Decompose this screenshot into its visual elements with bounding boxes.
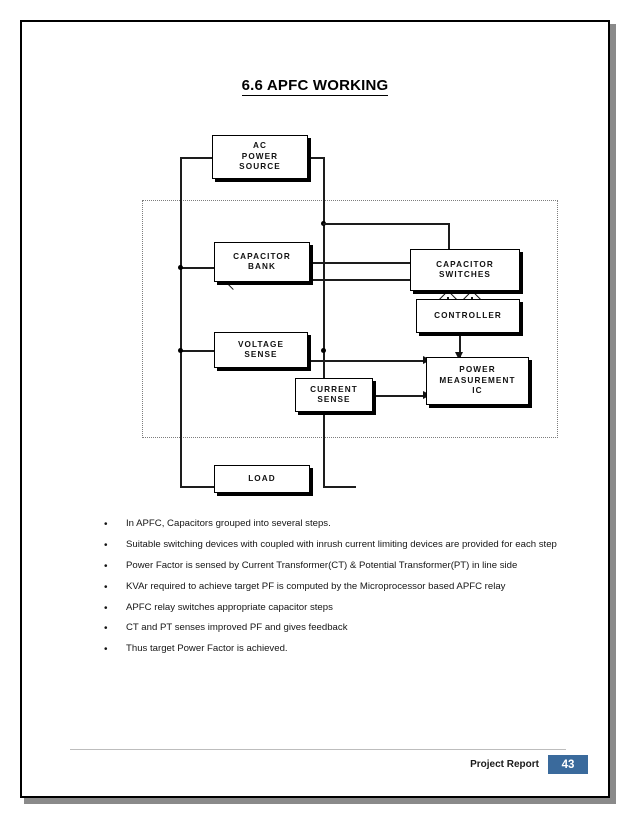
bullet-text: APFC relay switches appropriate capacito… — [126, 601, 333, 613]
page-title: 6.6 APFC WORKING — [22, 77, 608, 96]
wire-left-bus-to-capacitor-bank — [180, 267, 214, 269]
bullet-item: • In APFC, Capacitors grouped into sever… — [90, 517, 560, 531]
bullet-marker: • — [104, 644, 108, 656]
bullet-marker: • — [104, 519, 108, 530]
footer-label: Project Report — [470, 759, 539, 770]
footer-divider — [70, 749, 566, 750]
bullet-text: Thus target Power Factor is achieved. — [126, 643, 288, 655]
junction-dot-sense-tap — [321, 348, 326, 353]
wire-left-bus-to-voltage-sense — [180, 350, 214, 352]
bullet-marker: • — [104, 602, 108, 614]
bullet-marker: • — [104, 560, 108, 572]
bullet-text: Power Factor is sensed by Current Transf… — [126, 559, 518, 571]
bullet-item: • Power Factor is sensed by Current Tran… — [90, 559, 560, 573]
bullet-marker: • — [104, 539, 108, 551]
wire-source-to-left-bus — [180, 157, 212, 159]
bullet-text: In APFC, Capacitors grouped into several… — [126, 518, 331, 529]
bullet-marker: • — [104, 623, 108, 635]
bullet-text: KVAr required to achieve target PF is co… — [126, 580, 506, 592]
wire-drop-to-capacitor-switches — [448, 223, 450, 249]
arrowhead-power-ic-down-icon — [455, 352, 463, 360]
wire-controller-to-power-ic — [459, 329, 461, 359]
page-footer: Project Report 43 — [470, 755, 588, 774]
document-page: 6.6 APFC WORKING — [20, 20, 610, 798]
apfc-panel-boundary — [142, 200, 558, 438]
wire-switches-to-bank-upper — [230, 262, 410, 264]
block-controller: CONTROLLER — [416, 299, 520, 333]
wire-right-bus-to-load — [323, 486, 356, 488]
footer-page-number: 43 — [548, 755, 588, 774]
bullet-item: • Thus target Power Factor is achieved. — [90, 642, 560, 656]
wire-right-bus — [323, 157, 325, 487]
bullet-marker: • — [104, 581, 108, 593]
wire-left-bus-to-load — [180, 486, 214, 488]
wire-left-bus — [180, 157, 182, 487]
bullet-list: • In APFC, Capacitors grouped into sever… — [90, 517, 560, 663]
wire-current-sense-to-power-ic — [372, 395, 425, 397]
wire-source-to-right-bus — [307, 157, 324, 159]
junction-dot-capacitor-bank — [178, 265, 183, 270]
block-load: LOAD — [214, 465, 310, 493]
bullet-item: • CT and PT senses improved PF and gives… — [90, 621, 560, 635]
block-controller-label: CONTROLLER — [434, 310, 502, 320]
bullet-item: • Suitable switching devices with couple… — [90, 538, 560, 552]
wire-switches-to-bank-lower — [230, 279, 410, 281]
page-title-text: 6.6 APFC WORKING — [241, 77, 389, 96]
wire-voltage-sense-to-power-ic — [307, 360, 425, 362]
bullet-item: • APFC relay switches appropriate capaci… — [90, 601, 560, 615]
junction-dot-voltage-sense — [178, 348, 183, 353]
block-load-label: LOAD — [248, 473, 276, 483]
bullet-text: Suitable switching devices with coupled … — [126, 538, 557, 550]
wire-bus-to-capacitor-switches-top — [323, 223, 449, 225]
bullet-item: • KVAr required to achieve target PF is … — [90, 580, 560, 594]
bullet-text: CT and PT senses improved PF and gives f… — [126, 622, 348, 634]
